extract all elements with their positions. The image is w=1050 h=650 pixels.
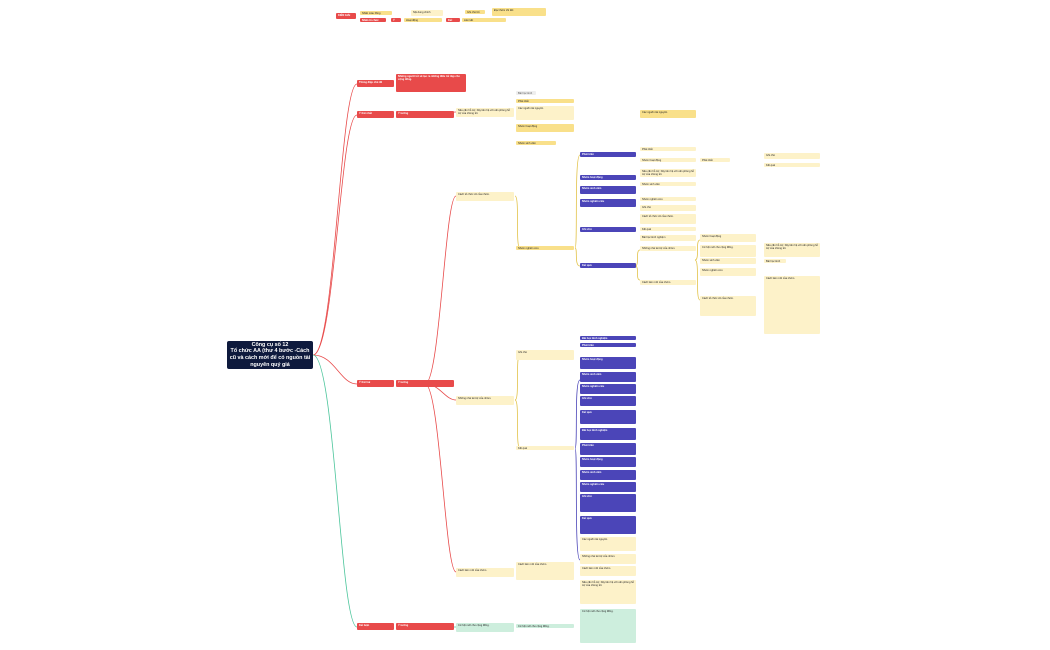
topic-box[interactable]: Nhóm nghiên cứu bbox=[580, 482, 636, 492]
note: Cách tổ chức cũ của nhóm. bbox=[456, 192, 514, 201]
topic-box[interactable]: Nhóm hoạt động bbox=[580, 175, 636, 180]
branch-topic[interactable]: Ý thứ hai bbox=[357, 380, 394, 387]
topic-box[interactable]: Kết quả bbox=[580, 263, 636, 268]
topic-note: Các nguồn tài nguyên. bbox=[580, 537, 636, 551]
detail: Cách làm mới của nhóm. bbox=[764, 276, 820, 334]
topic-box[interactable]: Nhóm sinh viên bbox=[580, 186, 636, 194]
branch-tag: Ý tưởng bbox=[396, 380, 454, 387]
legend-item: Nhãn tổ chức bbox=[360, 18, 386, 22]
detail: Bài học kinh nghiệm bbox=[640, 235, 696, 241]
detail: Nhóm nghiên cứu bbox=[700, 268, 756, 276]
item: Cơ hội mới cho cộng đồng. bbox=[516, 624, 574, 628]
topic-box[interactable]: Bài học kinh nghiệm bbox=[580, 428, 636, 440]
detail: Phát triển bbox=[640, 147, 696, 151]
detail: Ghi chú bbox=[764, 153, 820, 159]
topic-box[interactable]: Ghi chú bbox=[580, 227, 636, 232]
topic-box[interactable]: Phát triển bbox=[580, 343, 636, 347]
topic-box[interactable]: Phát triển bbox=[580, 443, 636, 455]
detail: Bài học kinh nghiệm bbox=[764, 259, 786, 263]
branch-tag: Ý tưởng bbox=[396, 111, 454, 118]
item: Nhóm hoạt động bbox=[516, 124, 574, 132]
legend-item: Kết luận bbox=[446, 18, 460, 22]
topic-box[interactable]: Phát triển bbox=[580, 152, 636, 157]
detail: Kết quả bbox=[640, 227, 696, 231]
legend-item: Đọc thêm chi tiết bbox=[492, 8, 546, 16]
branch-topic[interactable]: Ý thứ nhất bbox=[357, 111, 394, 118]
root-topic[interactable]: Công cụ số 12 Tổ chức AA (thư 4 bước -Cá… bbox=[227, 341, 313, 369]
legend-item: Ghi chú bổ sung bbox=[465, 10, 485, 14]
detail: Ghi chú bbox=[640, 205, 696, 211]
detail: Nhóm hoạt động bbox=[700, 234, 756, 242]
legend-item: Nội dung chính bbox=[411, 10, 443, 16]
topic-box[interactable]: Bài học kinh nghiệm bbox=[580, 336, 636, 340]
legend-item: Hoạt động bbox=[404, 18, 442, 22]
detail: Các nguồn tài nguyên. bbox=[640, 110, 696, 118]
note: Cách làm mới của nhóm. bbox=[456, 568, 514, 577]
detail: Nhóm sinh viên bbox=[640, 182, 696, 186]
note: Những nhà tài trợ của nhóm. bbox=[456, 396, 514, 405]
detail: Những nhà tài trợ của nhóm. bbox=[640, 246, 696, 251]
note: Nếu cần hỗ trợ, hãy liên hệ với văn phòn… bbox=[456, 108, 514, 117]
detail: Cơ hội mới cho cộng đồng. bbox=[700, 245, 756, 257]
topic-note: Cơ hội mới cho cộng đồng. bbox=[580, 609, 636, 643]
detail: Cách tổ chức cũ của nhóm. bbox=[640, 214, 696, 224]
topic-box[interactable]: Nhóm nghiên cứu bbox=[580, 384, 636, 394]
topic-box[interactable]: Kết quả bbox=[580, 516, 636, 534]
item: Nhóm sinh viên bbox=[516, 141, 556, 145]
topic-note: Những nhà tài trợ của nhóm. bbox=[580, 554, 636, 564]
branch-detail: Những người tốt sẽ tạo ra những điều tốt… bbox=[396, 74, 466, 92]
detail: Kết quả bbox=[764, 163, 820, 167]
topic-note: Cách làm mới của nhóm. bbox=[580, 566, 636, 576]
item: Ghi chú bbox=[516, 350, 574, 360]
topic-box[interactable]: Kết quả bbox=[580, 410, 636, 424]
topic-box[interactable]: Ghi chú bbox=[580, 494, 636, 512]
topic-note: Nếu cần hỗ trợ, hãy liên hệ với văn phòn… bbox=[580, 580, 636, 604]
legend-badge: KIẾN GIẢI bbox=[336, 13, 356, 19]
detail: Nhóm sinh viên bbox=[700, 258, 756, 264]
root-title: Công cụ số 12 Tổ chức AA (thư 4 bước -Cá… bbox=[229, 341, 311, 368]
topic-box[interactable]: Nhóm hoạt động bbox=[580, 457, 636, 467]
item: Phát triển bbox=[516, 99, 574, 103]
detail: Nếu cần hỗ trợ, hãy liên hệ với văn phòn… bbox=[640, 169, 696, 177]
note: Cơ hội mới cho cộng đồng. bbox=[456, 623, 514, 632]
item: Kết quả bbox=[516, 446, 574, 450]
branch-topic[interactable]: Kết luận bbox=[357, 623, 394, 630]
detail: Nhóm hoạt động bbox=[640, 158, 696, 162]
item-label: Bài học kinh nghiệm bbox=[516, 91, 536, 95]
detail: Phát triển bbox=[700, 158, 730, 162]
legend-item: Ý bbox=[391, 18, 401, 22]
item: Nhóm nghiên cứu bbox=[516, 246, 574, 250]
topic-box[interactable]: Nhóm hoạt động bbox=[580, 357, 636, 369]
detail: Cách làm mới của nhóm. bbox=[640, 280, 696, 285]
item: Cách làm mới của nhóm. bbox=[516, 562, 574, 580]
item: Các nguồn tài nguyên. bbox=[516, 106, 574, 120]
legend-item: Liên kết bbox=[462, 18, 506, 22]
legend-item: Nhãn màu hồng bbox=[360, 11, 392, 15]
topic-box[interactable]: Nhóm sinh viên bbox=[580, 470, 636, 480]
detail: Nếu cần hỗ trợ, hãy liên hệ với văn phòn… bbox=[764, 243, 820, 257]
branch-tag: Ý tưởng bbox=[396, 623, 454, 630]
topic-box[interactable]: Nhóm nghiên cứu bbox=[580, 199, 636, 207]
branch-topic[interactable]: Thông điệp chủ đề bbox=[357, 80, 394, 87]
topic-box[interactable]: Ghi chú bbox=[580, 396, 636, 406]
detail: Nhóm nghiên cứu bbox=[640, 197, 696, 201]
detail: Cách tổ chức cũ của nhóm. bbox=[700, 296, 756, 316]
topic-box[interactable]: Nhóm sinh viên bbox=[580, 372, 636, 382]
